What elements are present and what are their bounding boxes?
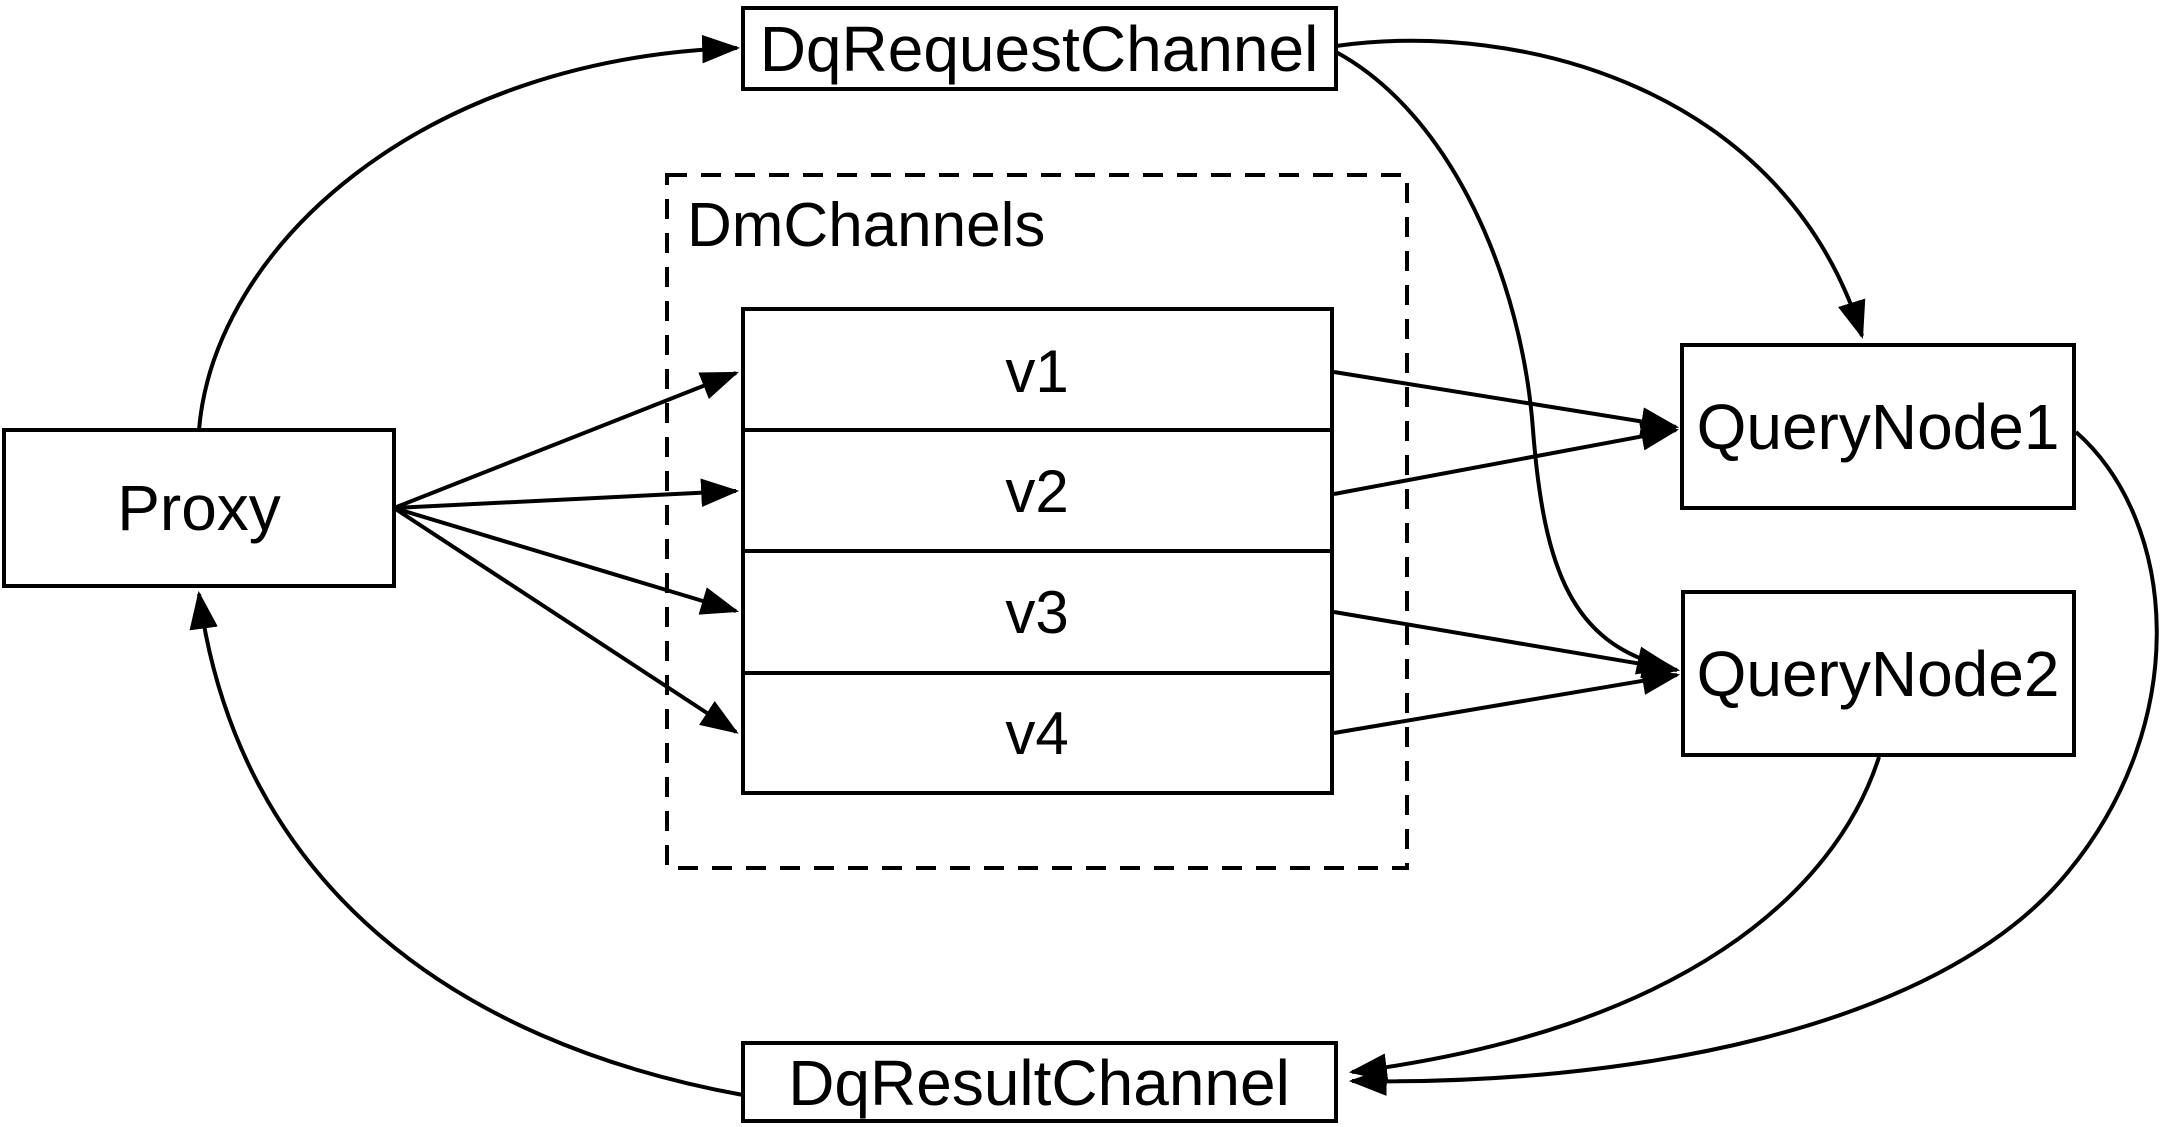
edge-querynode2-to-dqresultchannel [1348, 756, 1881, 1082]
edge-proxy-to-v1 [393, 371, 739, 510]
proxy-node: Proxy [2, 428, 396, 588]
proxy-node-box [2, 428, 396, 588]
query-node-2-label: QueryNode2 [1697, 638, 2060, 710]
dm-channels-group-border [665, 173, 1409, 870]
query-node-1-label: QueryNode1 [1697, 391, 2060, 463]
query-node-2-box [1681, 590, 2076, 757]
edge-dqresultchannel-to-proxy [189, 590, 744, 1097]
channel-row-v2-label: v2 [1005, 458, 1068, 525]
dq-result-channel-box [741, 1041, 1338, 1123]
channel-row-v1-label: v1 [1005, 338, 1068, 405]
dq-result-channel-label: DqResultChannel [788, 1047, 1290, 1119]
channel-row-v4-label: v4 [1005, 700, 1068, 767]
edge-proxy-to-v3 [393, 506, 740, 615]
dq-result-channel-node: DqResultChannel [741, 1041, 1338, 1123]
edge-v1-to-querynode1 [1333, 370, 1680, 436]
dm-channels-group: DmChannels v1 v2 v3 v4 [665, 173, 1409, 870]
edge-dqrequestchannel-to-querynode2 [1335, 50, 1676, 675]
edge-proxy-to-dqrequestchannel [197, 34, 741, 431]
nodes-layer: Proxy DqRequestChannel QueryNode1 QueryN… [2, 6, 2076, 1123]
edge-proxy-to-v4 [392, 506, 739, 734]
channel-table: v1 v2 v3 v4 [741, 307, 1334, 795]
dq-request-channel-label: DqRequestChannel [760, 13, 1319, 85]
dq-request-channel-box [741, 6, 1338, 91]
dq-request-channel-node: DqRequestChannel [741, 6, 1338, 91]
edge-proxy-to-v2 [393, 478, 740, 510]
dm-channels-group-label: DmChannels [687, 191, 1045, 260]
edge-v3-to-querynode2 [1333, 610, 1681, 679]
channel-row-v3-label: v3 [1005, 579, 1068, 646]
query-node-1-box [1680, 343, 2076, 510]
edges-layer [189, 34, 2159, 1097]
edge-dqrequestchannel-to-querynode1 [1335, 38, 1866, 340]
edge-v2-to-querynode1 [1333, 422, 1680, 496]
proxy-node-label: Proxy [117, 472, 281, 544]
edge-v4-to-querynode2 [1333, 666, 1681, 735]
edge-querynode1-to-dqresultchannel [1348, 430, 2159, 1096]
query-node-1: QueryNode1 [1680, 343, 2076, 510]
query-node-2: QueryNode2 [1681, 590, 2076, 757]
